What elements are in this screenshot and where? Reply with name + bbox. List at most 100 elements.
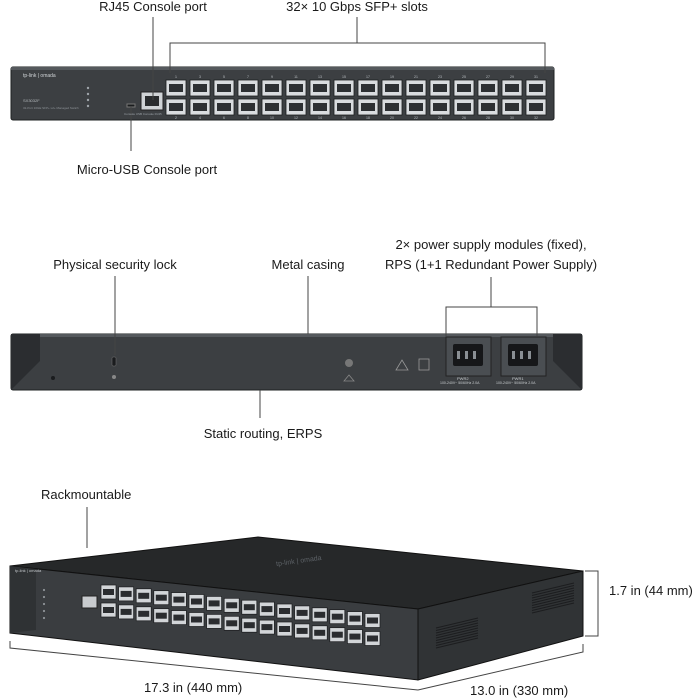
status-led [86, 98, 90, 102]
depth-dimension-line [417, 644, 584, 691]
perspective-sfp-opening [367, 635, 378, 642]
grounding-icon [343, 374, 355, 382]
sfp-slot-opening [169, 103, 183, 111]
vent-slot [435, 622, 479, 634]
sfp-slot-opening [241, 103, 255, 111]
vent-slot [435, 637, 479, 649]
perspective-led [42, 588, 46, 592]
sfp-slot-opening [505, 103, 519, 111]
vent-slot [531, 602, 575, 614]
perspective-sfp-opening [173, 596, 185, 603]
power-pin [528, 351, 531, 359]
power-pin [457, 351, 460, 359]
vent-slot [531, 587, 575, 599]
sfp-slot-opening [409, 84, 423, 92]
psu2-rating: 100-240V~ 50/60Hz 2.0A [440, 381, 480, 385]
port-number: 24 [438, 116, 442, 120]
port-number: 11 [294, 75, 298, 79]
rear-left-ear [11, 334, 40, 390]
psu-label-line1: 2× power supply modules (fixed), [395, 237, 587, 252]
port-number: 23 [438, 75, 442, 79]
power-pin [473, 351, 476, 359]
lock-icon [112, 375, 116, 379]
perspective-rj45-port [81, 595, 98, 609]
port-number: 9 [271, 75, 273, 79]
perspective-sfp-opening [261, 606, 273, 613]
perspective-sfp-opening [279, 626, 290, 632]
sfp-slot-opening [241, 84, 255, 92]
port-number: 8 [247, 116, 249, 120]
height-dimension-bracket [585, 570, 599, 637]
security-lock-label: Physical security lock [53, 257, 177, 272]
perspective-sfp-opening [243, 604, 255, 611]
metal-casing-label: Metal casing [271, 257, 345, 272]
perspective-sfp-opening [314, 611, 326, 618]
port-number: 25 [462, 75, 466, 79]
power-pin [520, 351, 523, 359]
perspective-sfp-opening [349, 633, 361, 640]
port-number: 1 [175, 75, 177, 79]
sfp-slot-opening [217, 103, 231, 111]
vent-slot [435, 620, 479, 631]
vent-slot [531, 585, 575, 596]
port-number: 29 [510, 75, 514, 79]
perspective-sfp-opening [120, 608, 132, 615]
height-dimension-label: 1.7 in (44 mm) [609, 583, 693, 598]
perspective-sfp-opening [243, 622, 255, 629]
vent-slot [435, 617, 479, 629]
port-number: 5 [223, 75, 225, 79]
perspective-sfp-opening [138, 610, 150, 617]
port-number: 15 [342, 75, 346, 79]
port-number: 27 [486, 75, 490, 79]
sfp-slot-opening [433, 103, 447, 111]
rear-right-ear [553, 334, 582, 390]
perspective-sfp-opening [314, 629, 326, 636]
perspective-sfp-opening [138, 592, 150, 599]
sfp-slot-opening [457, 84, 471, 92]
ground-screw [51, 376, 55, 380]
perspective-sfp-opening [296, 609, 308, 616]
sfp-slot-opening [457, 103, 471, 111]
perspective-sfp-opening [296, 627, 308, 634]
vent-slot [435, 625, 479, 636]
port-number: 17 [366, 75, 370, 79]
status-led [86, 104, 90, 108]
port-number: 2 [175, 116, 177, 120]
sfp-slot-opening [193, 103, 207, 111]
sfp-slots-label: 32× 10 Gbps SFP+ slots [286, 0, 428, 14]
front-brand-logo: tp-link | omada [23, 73, 56, 79]
sfp-slot-opening [385, 103, 399, 111]
port-number: 20 [390, 116, 394, 120]
vent-slot [435, 635, 479, 646]
vent-slot [435, 627, 479, 639]
perspective-sfp-opening [226, 620, 238, 627]
port-number: 13 [318, 75, 322, 79]
vent-slot [531, 590, 575, 601]
warning-icon [395, 359, 409, 371]
rj45-console-label: RJ45 Console port [99, 0, 207, 14]
vent-slot [531, 592, 575, 604]
sfp-slot-opening [193, 84, 207, 92]
psu-callout-bracket [445, 306, 538, 336]
sfp-slot-opening [505, 84, 519, 92]
port-number: 18 [366, 116, 370, 120]
sfp-slot-opening [337, 103, 351, 111]
front-rack-ear [10, 566, 36, 633]
perspective-sfp-opening [173, 614, 185, 621]
perspective-led [42, 609, 46, 613]
vent-slot [531, 597, 575, 609]
port-number: 3 [199, 75, 201, 79]
sfp-callout-bracket [169, 42, 546, 73]
perspective-sfp-opening [367, 617, 378, 624]
perspective-sfp-opening [155, 594, 167, 601]
psu1-caption: PWR1 [512, 376, 524, 381]
port-number: 7 [247, 75, 249, 79]
perspective-sfp-opening [191, 616, 202, 623]
port-number: 16 [342, 116, 346, 120]
port-number: 4 [199, 116, 201, 120]
port-number: 6 [223, 116, 225, 120]
perspective-sfp-opening [331, 613, 343, 620]
sfp-slot-opening [361, 103, 375, 111]
port-number: 26 [462, 116, 466, 120]
perspective-sfp-opening [208, 618, 220, 625]
